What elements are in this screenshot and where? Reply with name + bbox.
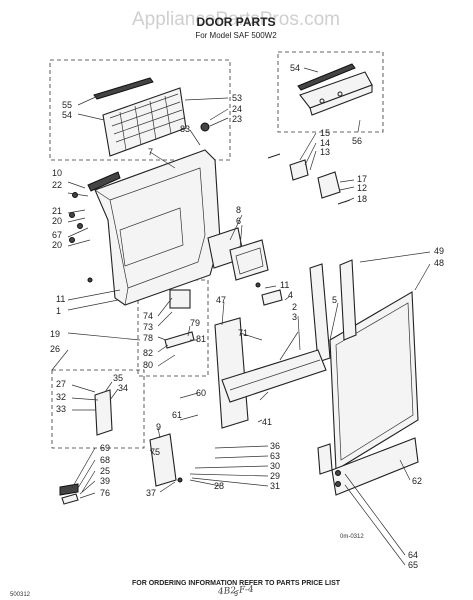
callout-3: 3	[292, 312, 297, 322]
callout-53: 53	[232, 93, 242, 103]
callout-11: 11	[280, 280, 289, 290]
callout-4: 4	[288, 290, 293, 300]
vent-assembly	[93, 77, 187, 157]
callout-13: 13	[320, 147, 330, 157]
drawing-code: 0m-0312	[340, 534, 364, 540]
latch-switch-part	[317, 171, 341, 199]
callout-39: 39	[100, 476, 110, 486]
door-seal-part	[87, 171, 121, 192]
callout-21: 21	[52, 206, 62, 216]
callout-9: 9	[156, 422, 161, 432]
callout-81: 81	[196, 334, 206, 344]
catalog-code: 500312	[10, 592, 31, 598]
callout-34: 34	[118, 383, 128, 393]
callout-37: 37	[146, 488, 156, 498]
callout-76: 76	[100, 488, 110, 498]
callout-79: 79	[190, 318, 200, 328]
callout-62: 62	[412, 476, 422, 486]
outer-door-skin	[329, 259, 419, 471]
callout-74: 74	[143, 311, 153, 321]
callout-68: 68	[100, 455, 110, 465]
callout-17: 17	[357, 174, 367, 184]
callout-28: 28	[214, 481, 224, 491]
callout-78: 78	[143, 333, 153, 343]
callout-54: 54	[62, 110, 72, 120]
kick-plate	[331, 437, 419, 496]
callout-7: 7	[148, 147, 153, 157]
hinge-group-box	[51, 369, 145, 449]
callout-12: 12	[357, 183, 367, 193]
hinge-part	[94, 389, 113, 436]
callout-27: 27	[56, 379, 66, 389]
latch-block	[169, 289, 191, 309]
callout-19: 19	[50, 329, 60, 339]
callout-41: 41	[262, 417, 272, 427]
callout-30: 30	[270, 461, 280, 471]
bracket-part	[289, 159, 309, 181]
callout-48: 48	[434, 258, 444, 268]
callout-49: 49	[434, 246, 444, 256]
inner-door-panel	[94, 149, 221, 306]
callout-8: 8	[236, 205, 241, 215]
callout-23: 23	[232, 114, 242, 124]
callout-5: 5	[332, 295, 337, 305]
page-title: DOOR PARTS	[196, 15, 275, 29]
callout-65: 65	[408, 560, 418, 570]
callout-75: 75	[150, 447, 160, 457]
ordering-note: FOR ORDERING INFORMATION REFER TO PARTS …	[132, 580, 341, 587]
page-number: 9	[234, 591, 238, 598]
callout-18: 18	[357, 194, 367, 204]
callout-47: 47	[216, 295, 226, 305]
callout-83: 83	[180, 124, 190, 134]
outer-door-frame	[214, 263, 331, 429]
callout-35: 35	[113, 373, 123, 383]
callout-2: 2	[292, 302, 297, 312]
callout-33: 33	[56, 404, 66, 414]
callout-67: 67	[52, 230, 62, 240]
callout-29: 29	[270, 471, 280, 481]
callout-61: 61	[172, 410, 182, 420]
callout-64: 64	[408, 550, 418, 560]
dispenser-group-box	[277, 51, 384, 133]
callout-24: 24	[232, 104, 242, 114]
strike-part	[261, 289, 283, 306]
callout-6: 6	[236, 216, 241, 226]
callout-20: 20	[52, 216, 62, 226]
callout-80: 80	[143, 360, 153, 370]
callout-69: 69	[100, 443, 110, 453]
callout-63: 63	[270, 451, 280, 461]
callout-1: 1	[56, 306, 61, 316]
callout-73: 73	[143, 322, 153, 332]
latch-plate	[164, 331, 195, 349]
callout-14: 14	[320, 138, 330, 148]
callout-26: 26	[50, 344, 60, 354]
watermark-text: AppliancePartsPros.com	[132, 9, 340, 30]
callout-82: 82	[143, 348, 153, 358]
page-subtitle: For Model SAF 500W2	[195, 31, 277, 40]
callout-10: 10	[52, 168, 62, 178]
callout-32: 32	[56, 392, 66, 402]
callout-labels: 55 54 53 24 23 83 7 54 56 15 14 13 17 12…	[50, 63, 444, 570]
leader-lines	[51, 67, 431, 566]
callout-56: 56	[352, 136, 362, 146]
switch-plate	[149, 433, 177, 487]
callout-20-lower: 20	[52, 240, 62, 250]
callout-11-left: 11	[56, 294, 65, 304]
callout-55: 55	[62, 100, 72, 110]
handle-cup-inner	[229, 239, 269, 281]
fasteners	[59, 122, 341, 505]
callout-71: 71	[238, 328, 248, 338]
callout-22: 22	[52, 180, 62, 190]
callout-31: 31	[270, 481, 280, 491]
callout-25: 25	[100, 466, 110, 476]
callout-36: 36	[270, 441, 280, 451]
callout-54-dispenser: 54	[290, 63, 300, 73]
callout-60: 60	[196, 388, 206, 398]
dispenser-assembly	[297, 63, 373, 116]
callout-15: 15	[320, 128, 330, 138]
